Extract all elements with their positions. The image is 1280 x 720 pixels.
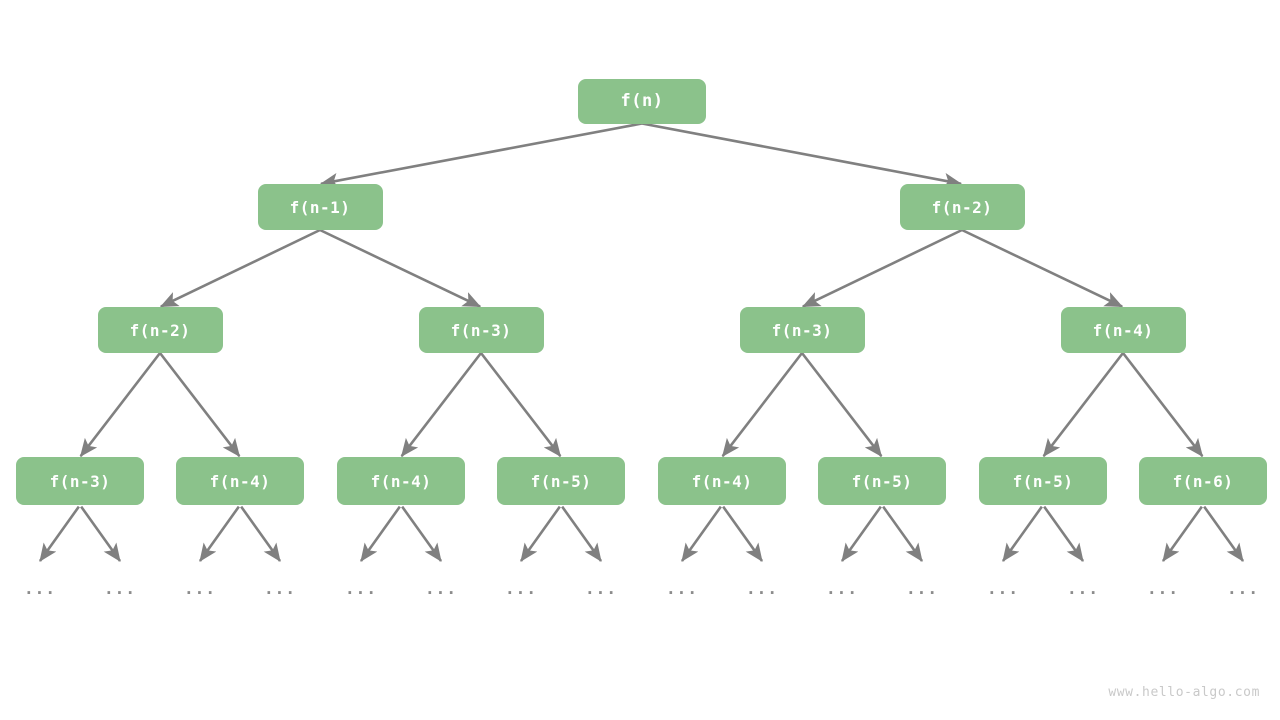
tree-stub-edge xyxy=(1161,505,1203,562)
tree-node[interactable]: f(n-5) xyxy=(497,457,625,505)
tree-edge xyxy=(800,352,883,458)
tree-stub-edge xyxy=(1001,505,1043,562)
tree-node-label: f(n-3) xyxy=(450,320,512,340)
tree-edge xyxy=(400,352,483,458)
tree-node[interactable]: f(n) xyxy=(578,78,706,124)
tree-stub-edge xyxy=(38,505,80,562)
watermark: www.hello-algo.com xyxy=(1108,685,1260,700)
tree-node[interactable]: f(n-3) xyxy=(418,307,544,353)
tree-node[interactable]: f(n-1) xyxy=(257,184,383,230)
tree-edge xyxy=(1121,352,1204,458)
tree-stub-edge xyxy=(840,505,882,562)
tree-stub-edge xyxy=(722,505,764,562)
tree-node[interactable]: f(n-6) xyxy=(1139,457,1267,505)
tree-node[interactable]: f(n-4) xyxy=(337,457,465,505)
tree-node-label: f(n-5) xyxy=(851,471,913,491)
tree-node-label: f(n-3) xyxy=(771,320,833,340)
tree-node[interactable]: f(n-3) xyxy=(16,457,144,505)
tree-node-label: f(n-5) xyxy=(530,471,592,491)
tree-node[interactable]: f(n-2) xyxy=(899,184,1025,230)
tree-edge xyxy=(319,122,643,189)
tree-edge xyxy=(1042,352,1125,458)
tree-stub-edge xyxy=(1043,505,1085,562)
tree-node[interactable]: f(n-5) xyxy=(979,457,1107,505)
tree-stub-edge xyxy=(401,505,443,562)
tree-edge xyxy=(159,228,321,308)
tree-node[interactable]: f(n-4) xyxy=(1060,307,1186,353)
tree-stub-edge xyxy=(80,505,122,562)
tree-node-label: f(n-4) xyxy=(1092,320,1154,340)
tree-stub-edge xyxy=(198,505,240,562)
tree-node-label: f(n-4) xyxy=(691,471,753,491)
tree-edge xyxy=(721,352,804,458)
tree-node-label: f(n) xyxy=(620,91,664,111)
tree-stub-edge xyxy=(882,505,924,562)
tree-edge xyxy=(641,122,963,189)
tree-stub-edge xyxy=(519,505,561,562)
tree-node[interactable]: f(n-5) xyxy=(818,457,946,505)
tree-edge xyxy=(319,228,482,308)
tree-edge xyxy=(961,228,1124,308)
tree-node-label: f(n-2) xyxy=(931,197,993,217)
tree-node-label: f(n-2) xyxy=(129,320,191,340)
tree-node[interactable]: f(n-4) xyxy=(176,457,304,505)
tree-stub-edge xyxy=(561,505,603,562)
tree-node-label: f(n-6) xyxy=(1172,471,1234,491)
tree-edges xyxy=(79,122,1204,458)
tree-edge xyxy=(79,352,162,458)
tree-node-label: f(n-5) xyxy=(1012,471,1074,491)
tree-stub-edges xyxy=(38,505,1245,562)
tree-node[interactable]: f(n-4) xyxy=(658,457,786,505)
tree-stub-edge xyxy=(1203,505,1245,562)
tree-stub-edge xyxy=(680,505,722,562)
tree-node-label: f(n-4) xyxy=(370,471,432,491)
tree-node[interactable]: f(n-3) xyxy=(739,307,865,353)
tree-edge xyxy=(801,228,963,308)
tree-stub-edge xyxy=(359,505,401,562)
tree-node-label: f(n-4) xyxy=(209,471,271,491)
tree-edge xyxy=(158,352,241,458)
tree-node-label: f(n-3) xyxy=(49,471,111,491)
tree-node-label: f(n-1) xyxy=(289,197,351,217)
tree-stub-edge xyxy=(240,505,282,562)
tree-edge xyxy=(479,352,562,458)
tree-node[interactable]: f(n-2) xyxy=(97,307,223,353)
